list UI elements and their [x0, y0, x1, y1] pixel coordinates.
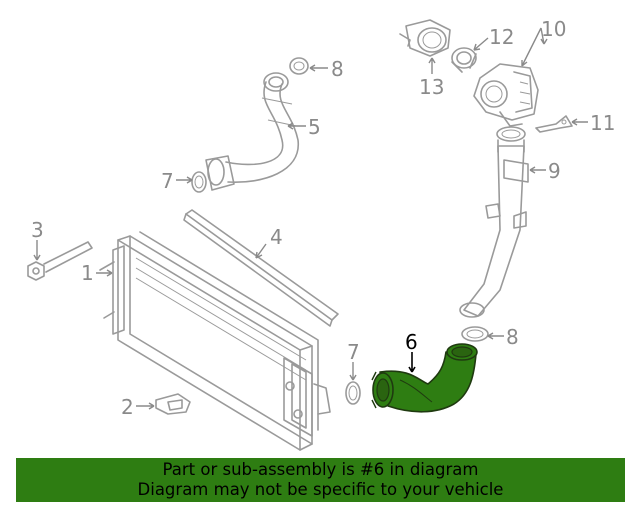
callout-6: 6: [405, 330, 418, 354]
intake-adapter-part-13[interactable]: [399, 19, 451, 57]
exploded-parts-diagram: 1 2 3 4 5 6 7 7 8 8 9 10 11 12 13: [27, 17, 615, 451]
o-ring-part-7-lower[interactable]: [345, 381, 361, 405]
coupler-part-12[interactable]: [451, 47, 477, 73]
bracket-part-11[interactable]: [535, 115, 573, 133]
callout-4: 4: [270, 225, 283, 249]
upper-hose-part-5[interactable]: [205, 72, 299, 191]
part-notice-banner: Part or sub-assembly is #6 in diagram Di…: [16, 458, 625, 502]
seal-strip-part-4[interactable]: [183, 209, 339, 327]
intercooler-part-1[interactable]: [99, 231, 331, 451]
callout-1: 1: [81, 261, 94, 285]
intercooler-outlet-hose-part-6[interactable]: [371, 343, 478, 413]
charge-tube-part-9[interactable]: [459, 126, 529, 318]
o-ring-part-8-upper[interactable]: [289, 57, 309, 75]
o-ring-part-8-lower[interactable]: [461, 326, 489, 342]
bolt-part-3[interactable]: [27, 241, 93, 281]
throttle-housing-part-10[interactable]: [473, 63, 539, 127]
callout-7-upper: 7: [161, 169, 174, 193]
callout-13: 13: [419, 75, 444, 99]
callout-2: 2: [121, 395, 134, 419]
o-ring-part-7-upper[interactable]: [191, 171, 207, 193]
banner-line-part-number: Part or sub-assembly is #6 in diagram: [162, 460, 479, 479]
bracket-part-2[interactable]: [155, 393, 191, 415]
callout-5: 5: [308, 115, 321, 139]
banner-line-disclaimer: Diagram may not be specific to your vehi…: [137, 480, 504, 499]
callout-10: 10: [541, 17, 566, 41]
leader-lines: [33, 27, 588, 410]
callout-8-upper: 8: [331, 57, 344, 81]
callout-9: 9: [548, 159, 561, 183]
callout-12: 12: [489, 25, 514, 49]
callout-11: 11: [590, 111, 615, 135]
callout-3: 3: [31, 218, 44, 242]
callout-7-lower: 7: [347, 340, 360, 364]
callout-8-lower: 8: [506, 325, 519, 349]
callout-labels: 1 2 3 4 5 6 7 7 8 8 9 10 11 12 13: [31, 17, 615, 419]
